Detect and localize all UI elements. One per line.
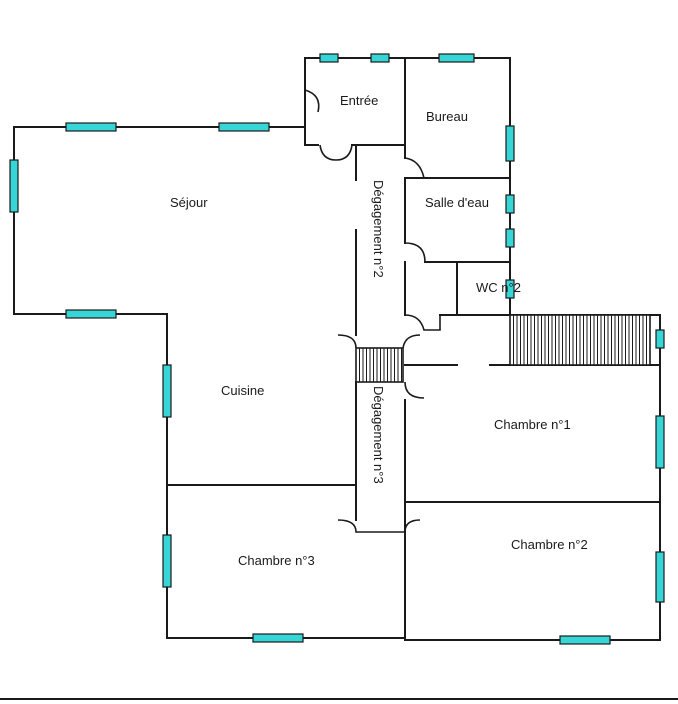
window	[162, 364, 172, 418]
window	[218, 122, 270, 132]
window	[370, 53, 390, 63]
room-label-entree: Entrée	[340, 93, 378, 108]
window	[505, 228, 515, 248]
window	[162, 534, 172, 588]
door-entree	[304, 89, 320, 113]
windows	[9, 53, 665, 645]
doors	[304, 89, 441, 533]
door-degagement3-bottom	[337, 519, 421, 533]
door-entree-bottom	[319, 144, 353, 161]
window	[655, 329, 665, 349]
window	[438, 53, 475, 63]
room-label-degagement2: Dégagement n°2	[371, 180, 386, 278]
room-labels: Entrée Bureau Séjour Salle d'eau WC n°2 …	[170, 93, 588, 568]
window	[505, 194, 515, 214]
window	[655, 415, 665, 469]
window	[559, 635, 611, 645]
room-label-degagement3: Dégagement n°3	[371, 386, 386, 484]
staircase-large	[509, 314, 651, 366]
window	[655, 551, 665, 603]
window	[505, 125, 515, 162]
bottom-rule	[0, 698, 678, 700]
window	[65, 122, 117, 132]
window	[252, 633, 304, 643]
window	[319, 53, 339, 63]
room-label-bureau: Bureau	[426, 109, 468, 124]
door-wc	[404, 314, 441, 331]
door-salle-eau	[404, 242, 440, 263]
window	[65, 309, 117, 319]
room-label-sejour: Séjour	[170, 195, 208, 210]
room-label-salle-eau: Salle d'eau	[425, 195, 489, 210]
staircase-small	[355, 347, 404, 383]
window	[9, 159, 19, 213]
door-degagement3-top	[404, 381, 425, 399]
room-label-wc: WC n°2	[476, 280, 521, 295]
window	[505, 279, 515, 299]
room-label-cuisine: Cuisine	[221, 383, 264, 398]
room-label-chambre2: Chambre n°2	[511, 537, 588, 552]
door-bureau	[404, 157, 425, 179]
room-label-chambre1: Chambre n°1	[494, 417, 571, 432]
door-degagement2-bottom	[337, 334, 421, 349]
walls	[13, 57, 661, 641]
room-label-chambre3: Chambre n°3	[238, 553, 315, 568]
